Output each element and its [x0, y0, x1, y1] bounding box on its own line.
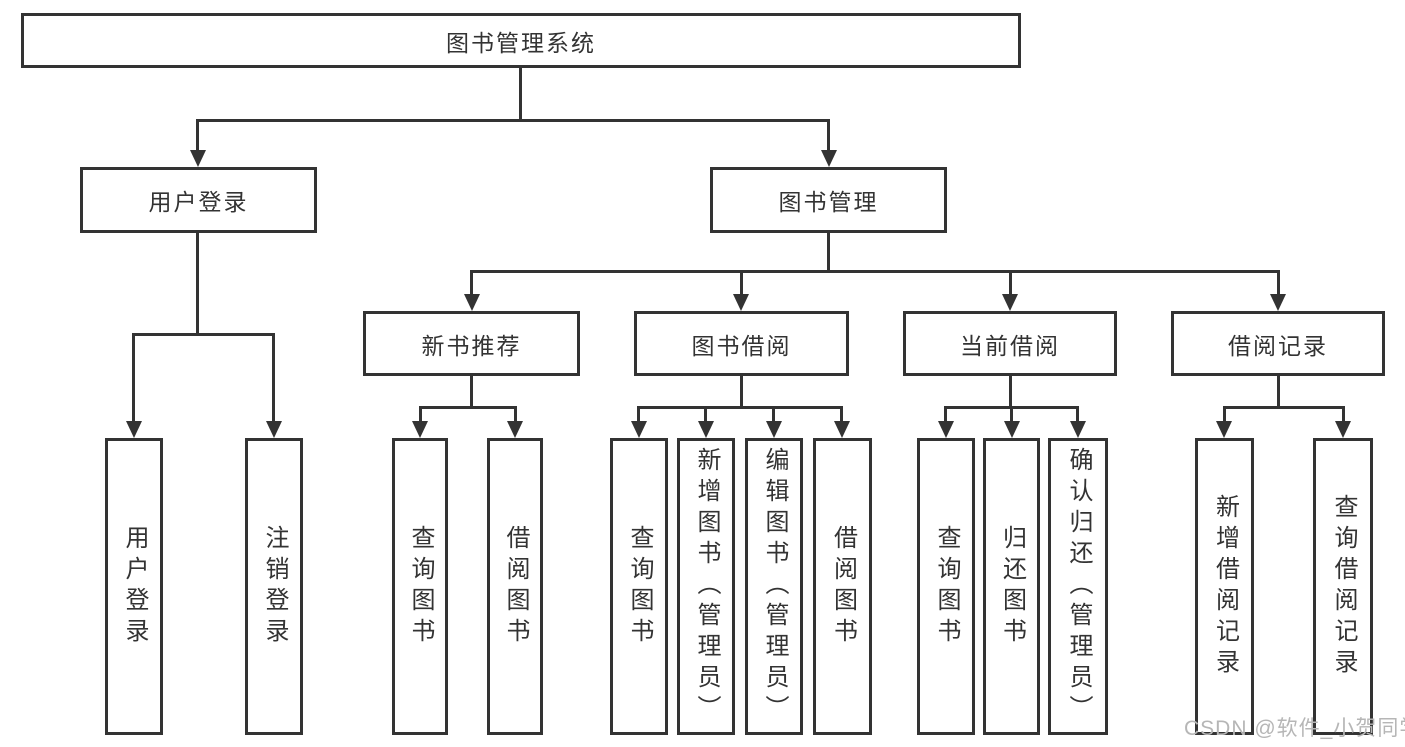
node-label: 当前借阅: [960, 332, 1060, 359]
leaf-record-add-record: 新增借阅记录: [1195, 438, 1254, 735]
connector-line: [470, 270, 473, 296]
connector-line: [196, 232, 199, 336]
arrow-down-icon: [698, 421, 714, 438]
leaf-current-return-book: 归还图书: [983, 438, 1040, 735]
leaf-user-login: 用户登录: [105, 438, 163, 735]
node-borrow-record: 借阅记录: [1171, 311, 1385, 376]
connector-line: [132, 333, 275, 336]
arrow-down-icon: [507, 421, 523, 438]
connector-line: [827, 232, 830, 273]
node-book-mgmt: 图书管理: [710, 167, 947, 233]
node-label: 图书借阅: [691, 332, 792, 359]
node-current-borrow: 当前借阅: [903, 311, 1117, 376]
node-label: 用户登录: [121, 524, 148, 649]
arrow-down-icon: [1270, 294, 1286, 311]
leaf-current-query-book: 查询图书: [917, 438, 975, 735]
csdn-watermark: CSDN @软件_小贺同学: [1184, 717, 1405, 740]
node-label: 用户登录: [148, 189, 249, 215]
arrow-down-icon: [631, 421, 647, 438]
connector-line: [519, 68, 522, 121]
connector-line: [1223, 406, 1344, 409]
leaf-newrec-query-book: 查询图书: [392, 438, 448, 735]
node-label: 查询图书: [626, 524, 653, 649]
node-label: 借阅记录: [1228, 332, 1328, 359]
leaf-newrec-borrow-book: 借阅图书: [487, 438, 543, 735]
connector-line: [1223, 406, 1226, 423]
connector-line: [1010, 406, 1013, 423]
arrow-down-icon: [1002, 294, 1018, 311]
connector-line: [740, 270, 743, 296]
connector-line: [1009, 376, 1012, 407]
connector-line: [840, 406, 843, 423]
connector-line: [704, 406, 707, 423]
node-book-borrow: 图书借阅: [634, 311, 849, 376]
connector-line: [419, 406, 517, 409]
node-label: 确认归还（管理员）: [1065, 447, 1092, 726]
connector-line: [1342, 406, 1345, 423]
connector-line: [944, 406, 947, 423]
arrow-down-icon: [834, 421, 850, 438]
leaf-current-confirm-return: 确认归还（管理员）: [1048, 438, 1108, 735]
arrow-down-icon: [1335, 421, 1351, 438]
connector-line: [514, 406, 517, 423]
node-new-book-rec: 新书推荐: [363, 311, 580, 376]
connector-line: [419, 406, 422, 423]
connector-line: [132, 333, 135, 423]
connector-line: [470, 376, 473, 407]
node-root-system: 图书管理系统: [21, 13, 1021, 68]
connector-line: [637, 406, 843, 409]
connector-line: [740, 376, 743, 407]
leaf-borrow-edit-book: 编辑图书（管理员）: [745, 438, 803, 735]
connector-line: [470, 270, 1280, 273]
node-label: 新增图书（管理员）: [693, 447, 720, 726]
connector-line: [196, 119, 199, 152]
arrow-down-icon: [464, 294, 480, 311]
connector-line: [827, 119, 830, 152]
connector-line: [1009, 270, 1012, 296]
node-label: 新书推荐: [421, 332, 522, 359]
leaf-borrow-borrow-book: 借阅图书: [813, 438, 872, 735]
arrow-down-icon: [412, 421, 428, 438]
arrow-down-icon: [733, 294, 749, 311]
node-label: 编辑图书（管理员）: [761, 447, 788, 726]
node-label: 查询图书: [933, 524, 960, 649]
arrow-down-icon: [938, 421, 954, 438]
node-label: 查询图书: [407, 524, 434, 649]
node-label: 借阅图书: [502, 524, 529, 649]
arrow-down-icon: [126, 421, 142, 438]
node-label: 图书管理系统: [446, 29, 596, 56]
node-label: 注销登录: [261, 524, 288, 649]
leaf-borrow-add-book: 新增图书（管理员）: [677, 438, 735, 735]
connector-line: [1076, 406, 1079, 423]
arrow-down-icon: [821, 150, 837, 167]
node-label: 借阅图书: [829, 524, 857, 649]
connector-line: [1277, 270, 1280, 296]
node-user-login: 用户登录: [80, 167, 317, 233]
node-label: 新增借阅记录: [1211, 493, 1239, 680]
node-label: 图书管理: [778, 189, 879, 215]
arrow-down-icon: [266, 421, 282, 438]
leaf-record-query-record: 查询借阅记录: [1313, 438, 1373, 735]
arrow-down-icon: [190, 150, 206, 167]
leaf-borrow-query-book: 查询图书: [610, 438, 668, 735]
connector-line: [772, 406, 775, 423]
leaf-logout: 注销登录: [245, 438, 303, 735]
node-label: 查询借阅记录: [1330, 493, 1357, 680]
node-label: 归还图书: [998, 524, 1026, 649]
arrow-down-icon: [1216, 421, 1232, 438]
connector-line: [637, 406, 640, 423]
connector-line: [196, 119, 830, 122]
arrow-down-icon: [1004, 421, 1020, 438]
arrow-down-icon: [766, 421, 782, 438]
connector-line: [272, 333, 275, 423]
connector-line: [1277, 376, 1280, 407]
arrow-down-icon: [1070, 421, 1086, 438]
